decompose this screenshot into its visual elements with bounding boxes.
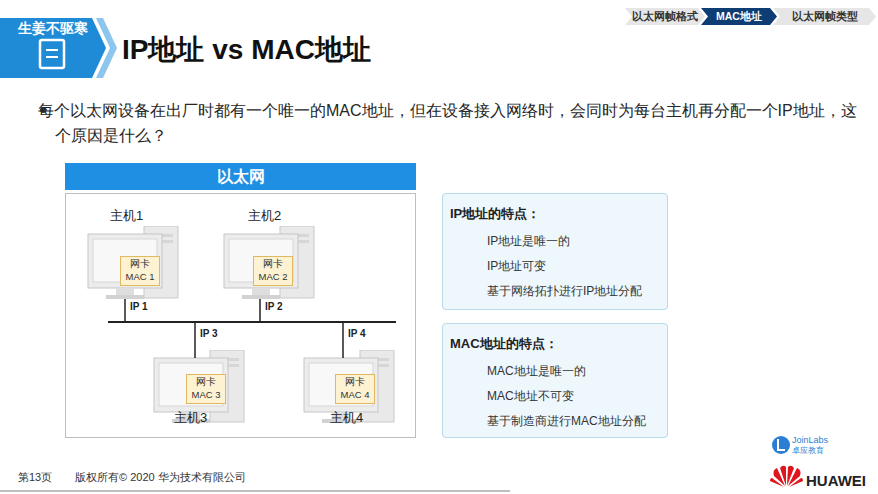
joinlabs-logo (778, 439, 785, 450)
panel-heading: 以太网 (65, 163, 416, 190)
host-name: 主机3 (174, 410, 207, 426)
breadcrumb-tab: MAC地址 (701, 8, 777, 25)
nic-text: 网卡 (121, 258, 159, 269)
ip-label: IP 1 (130, 301, 148, 313)
nic-text: MAC 3 (187, 389, 225, 400)
nic-box: 网卡 MAC 4 (335, 374, 375, 404)
drop-wire (259, 299, 261, 322)
nic-text: 网卡 (336, 376, 374, 387)
nic-text: 网卡 (187, 376, 225, 387)
list-item: IP地址可变 (487, 259, 546, 273)
list-item: 基于网络拓扑进行IP地址分配 (487, 284, 642, 298)
computer-illustration (88, 226, 178, 299)
brand-name: JoinLabs (792, 435, 828, 446)
host-name: 主机2 (248, 208, 281, 224)
tab-text: 以太网帧格式 (625, 8, 705, 25)
nic-box: 网卡 MAC 1 (120, 256, 160, 286)
list-item: IP地址是唯一的 (487, 234, 570, 248)
nic-text: MAC 1 (121, 271, 159, 282)
brand-name: 卓应教育 (792, 446, 824, 456)
list-item: 基于制造商进行MAC地址分配 (487, 414, 646, 428)
book-icon (46, 56, 58, 58)
slide-title: IP地址 vs MAC地址 (122, 33, 371, 67)
tab-text: 以太网帧类型 (773, 8, 876, 25)
computer-illustration (224, 226, 314, 299)
brand-name: HUAWEI (806, 472, 866, 490)
huawei-logo (770, 466, 803, 487)
question-text: 每个以太网设备在出厂时都有一个唯一的MAC地址，但在设备接入网络时，会同时为每台… (55, 98, 865, 148)
tab-text: MAC地址 (701, 8, 777, 25)
host-name: 主机4 (330, 410, 363, 426)
footer-rule (0, 490, 510, 492)
ip-label: IP 4 (348, 328, 366, 340)
box-heading: IP地址的特点： (450, 206, 540, 222)
host-computer: 主机1 网卡 MAC 1 (86, 208, 181, 301)
nic-text: MAC 2 (254, 271, 292, 282)
host-computer: 主机4 网卡 MAC 4 (302, 350, 397, 435)
drop-wire (342, 322, 344, 358)
book-icon (40, 40, 64, 68)
drop-wire (194, 322, 196, 358)
book-icon (46, 49, 58, 51)
host-name: 主机1 (110, 208, 143, 224)
drop-wire (124, 299, 126, 322)
bus-line (108, 321, 396, 323)
nic-text: 网卡 (254, 258, 292, 269)
feature-box: MAC地址的特点： MAC地址是唯一的 MAC地址不可变基于制造商进行MAC地址分配 (442, 323, 668, 438)
network-panel: 以太网主机1 网卡 MAC 1 主机2 网卡 MAC 2 主机3 网卡 MAC 3 主机4 网卡 MA… (65, 163, 416, 438)
host-computer: 主机3 网卡 MAC 3 (152, 350, 247, 435)
copyright: 版权所有© 2020 华为技术有限公司 (75, 471, 246, 484)
header-chevron (96, 18, 117, 78)
nic-box: 网卡 MAC 2 (253, 256, 293, 286)
ip-label: IP 2 (265, 301, 283, 313)
nic-box: 网卡 MAC 3 (186, 374, 226, 404)
breadcrumb-tab: 以太网帧格式 (625, 8, 705, 25)
header-band (0, 18, 106, 78)
host-computer: 主机2 网卡 MAC 2 (222, 208, 317, 301)
nic-text: MAC 4 (336, 389, 374, 400)
list-item: MAC地址不可变 (487, 389, 574, 403)
breadcrumb-tab: 以太网帧类型 (773, 8, 876, 25)
ethernet-frame (66, 194, 416, 438)
list-item: MAC地址是唯一的 (487, 364, 586, 378)
feature-box: IP地址的特点： IP地址是唯一的 IP地址可变基于网络拓扑进行IP地址分配 (442, 193, 668, 310)
ip-label: IP 3 (200, 328, 218, 340)
joinlabs-logo (772, 436, 790, 454)
page-number: 第13页 (18, 471, 52, 484)
box-heading: MAC地址的特点： (450, 336, 558, 352)
watermark: 生姜不驱寒 (18, 20, 88, 37)
